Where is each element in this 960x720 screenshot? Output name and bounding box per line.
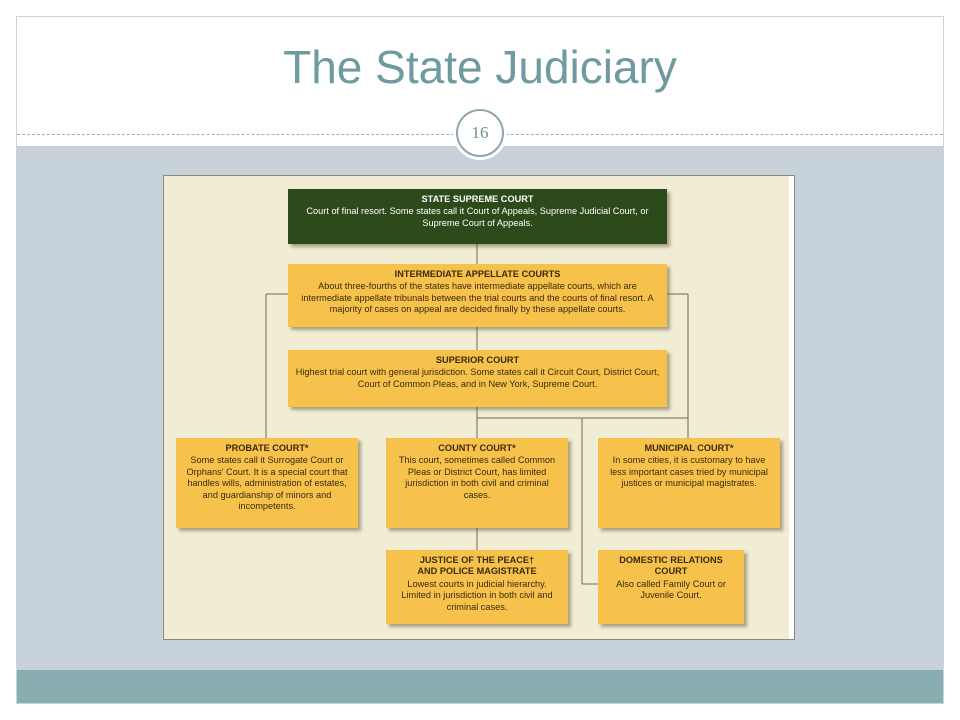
superior-court-box: SUPERIOR COURT Highest trial court with … [288,350,667,407]
municipal-court-desc: In some cities, it is customary to have … [610,455,768,489]
slide-title: The State Judiciary [283,41,677,93]
intermediate-appellate-courts-title: INTERMEDIATE APPELLATE COURTS [394,269,561,279]
court-hierarchy-chart: STATE SUPREME COURT Court of final resor… [163,175,795,640]
superior-court-title: SUPERIOR COURT [435,355,520,365]
intermediate-appellate-courts-box: INTERMEDIATE APPELLATE COURTS About thre… [288,264,667,327]
municipal-court-box: MUNICIPAL COURT* In some cities, it is c… [598,438,780,528]
chart-right-edge [789,176,794,639]
state-supreme-court-title: STATE SUPREME COURT [421,194,534,204]
justice-of-the-peace-title-line1: JUSTICE OF THE PEACE† [419,555,535,565]
municipal-court-title: MUNICIPAL COURT* [644,443,734,453]
state-supreme-court-desc: Court of final resort. Some states call … [306,206,649,228]
page-number: 16 [471,123,489,142]
county-court-desc: This court, sometimes called Common Plea… [398,455,556,500]
domestic-relations-court-title: DOMESTIC RELATIONS COURT [619,555,723,577]
probate-court-box: PROBATE COURT* Some states call it Surro… [176,438,358,528]
county-court-title: COUNTY COURT* [438,443,516,453]
intermediate-appellate-courts-desc: About three-fourths of the states have i… [301,281,654,315]
superior-court-desc: Highest trial court with general jurisdi… [295,367,660,389]
state-supreme-court-box: STATE SUPREME COURT Court of final resor… [288,189,667,244]
probate-court-title: PROBATE COURT* [225,443,309,453]
justice-of-the-peace-desc: Lowest courts in judicial hierarchy. Lim… [401,578,553,612]
domestic-relations-court-desc: Also called Family Court or Juvenile Cou… [616,578,726,601]
domestic-relations-court-box: DOMESTIC RELATIONS COURT Also called Fam… [598,550,744,624]
page-number-badge: 16 [456,109,504,157]
justice-of-the-peace-box: JUSTICE OF THE PEACE† AND POLICE MAGISTR… [386,550,568,624]
justice-of-the-peace-title-line2: AND POLICE MAGISTRATE [417,566,537,577]
county-court-box: COUNTY COURT* This court, sometimes call… [386,438,568,528]
connector-lines [265,244,689,585]
footer-bar [17,670,943,703]
probate-court-desc: Some states call it Surrogate Court or O… [186,455,348,512]
